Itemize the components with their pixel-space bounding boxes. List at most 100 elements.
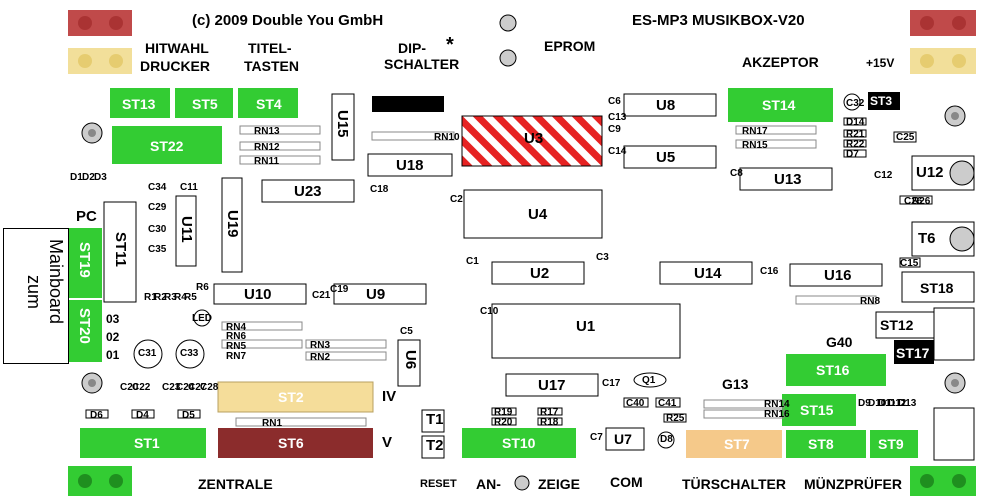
- c27-label: C27: [188, 382, 207, 393]
- st19-label: ST19: [76, 242, 93, 278]
- zeige-label: ZEIGE: [538, 476, 581, 492]
- pad: [920, 16, 934, 30]
- u2-label: U2: [530, 265, 550, 282]
- c24-label: C24: [176, 382, 195, 393]
- rn2-label: RN2: [310, 352, 331, 363]
- hitwahl-label: HITWAHL: [145, 40, 209, 56]
- chip-u5: [623, 145, 717, 169]
- chip-u4: [463, 189, 603, 239]
- st13-label: ST13: [122, 96, 156, 112]
- connector-st7: [686, 430, 782, 458]
- connector-st8: [786, 430, 866, 458]
- r17-label: R17: [540, 407, 559, 418]
- rn7-label: RN7: [226, 351, 247, 362]
- st11-label: ST11: [112, 232, 129, 268]
- transistor-t1: [421, 409, 445, 433]
- c32-label: C32: [846, 98, 865, 109]
- c13-label: C13: [608, 112, 627, 123]
- capacitor-t6-round: [949, 226, 975, 252]
- muenzpruefer-label: MÜNZPRÜFER: [804, 476, 902, 492]
- t1-label: T1: [426, 411, 444, 428]
- chip-u1: [491, 303, 681, 359]
- d14-label: D14: [846, 117, 865, 128]
- v-label: V: [382, 434, 393, 451]
- capacitor-u12-round: [949, 160, 975, 186]
- c30-label: C30: [148, 224, 167, 235]
- u3-label: U3: [524, 130, 544, 147]
- r26-label: R26: [912, 196, 931, 207]
- c8-label: C8: [730, 168, 743, 179]
- an-label: AN-: [476, 476, 501, 492]
- chip-u19: [221, 177, 243, 273]
- u12-label: U12: [916, 164, 944, 181]
- u4-label: U4: [528, 206, 548, 223]
- pc-label: PC: [76, 208, 97, 225]
- u5-label: U5: [656, 149, 676, 166]
- c25-label: C25: [896, 132, 915, 143]
- eprom-label: EPROM: [544, 38, 596, 54]
- pad: [920, 54, 934, 68]
- u11-label: U11: [178, 216, 195, 243]
- r18-label: R18: [540, 417, 559, 428]
- c29-label: C29: [148, 202, 167, 213]
- plus15v-label: +15V: [866, 56, 895, 70]
- chip-u8: [623, 93, 717, 117]
- star-marker: *: [446, 34, 454, 56]
- rn11-label: RN11: [254, 156, 280, 167]
- zentrale-label: ZENTRALE: [198, 476, 273, 492]
- iv-label: IV: [382, 388, 397, 405]
- st4-label: ST4: [256, 96, 282, 112]
- u17-label: U17: [538, 377, 566, 394]
- rn3-label: RN3: [310, 340, 331, 351]
- connector-st10: [462, 428, 576, 458]
- d5-label: D5: [182, 410, 195, 421]
- st2-label: ST2: [278, 389, 304, 405]
- connector-st4: [238, 88, 298, 118]
- diode-d8: [657, 431, 675, 449]
- u13-label: U13: [774, 171, 802, 188]
- r22-label: R22: [846, 139, 865, 150]
- u18-label: U18: [396, 157, 424, 174]
- st1-label: ST1: [134, 435, 160, 451]
- connector-st15: [782, 394, 856, 426]
- st16-label: ST16: [816, 362, 850, 378]
- pad: [952, 54, 966, 68]
- connector-st22: [112, 126, 222, 164]
- chip-u9: [333, 283, 427, 305]
- c23-label: C23: [162, 382, 181, 393]
- mainboard-label: Mainboard: [46, 239, 66, 325]
- chip-u23: [261, 179, 355, 203]
- r25-label: R25: [666, 413, 685, 424]
- mounting-hole: [499, 49, 517, 67]
- rn4-label: RN4: [226, 322, 247, 333]
- rn17-label: RN17: [742, 126, 768, 137]
- transistor-t2: [421, 435, 445, 459]
- c17-label: C17: [602, 378, 621, 389]
- r2-label: R2: [154, 292, 167, 303]
- drucker-label: DRUCKER: [140, 58, 210, 74]
- d6-label: D6: [90, 410, 103, 421]
- c34-label: C34: [148, 182, 167, 193]
- c12-label: C12: [874, 170, 893, 181]
- pad: [109, 474, 123, 488]
- connector-st2: [217, 381, 374, 413]
- d3-label: D3: [94, 172, 107, 183]
- corner-pad-green-br: [910, 466, 976, 496]
- led-label: LED: [192, 313, 212, 324]
- rn5-label: RN5: [226, 341, 247, 352]
- pad: [920, 474, 934, 488]
- chip-u17: [505, 373, 599, 397]
- c31-label: C31: [138, 348, 157, 359]
- d7-label: D7: [846, 149, 859, 160]
- pad: [78, 16, 92, 30]
- chip-u7: [605, 427, 645, 451]
- connector-st17: [894, 340, 934, 364]
- chip-u18: [367, 153, 453, 177]
- c15-label: C15: [900, 258, 919, 269]
- dip-switch: [372, 96, 444, 112]
- c6-label: C6: [608, 96, 621, 107]
- titel-label: TITEL-: [248, 40, 292, 56]
- rn1-label: RN1: [262, 418, 283, 429]
- st9-label: ST9: [878, 436, 904, 452]
- chip-u14: [659, 261, 753, 285]
